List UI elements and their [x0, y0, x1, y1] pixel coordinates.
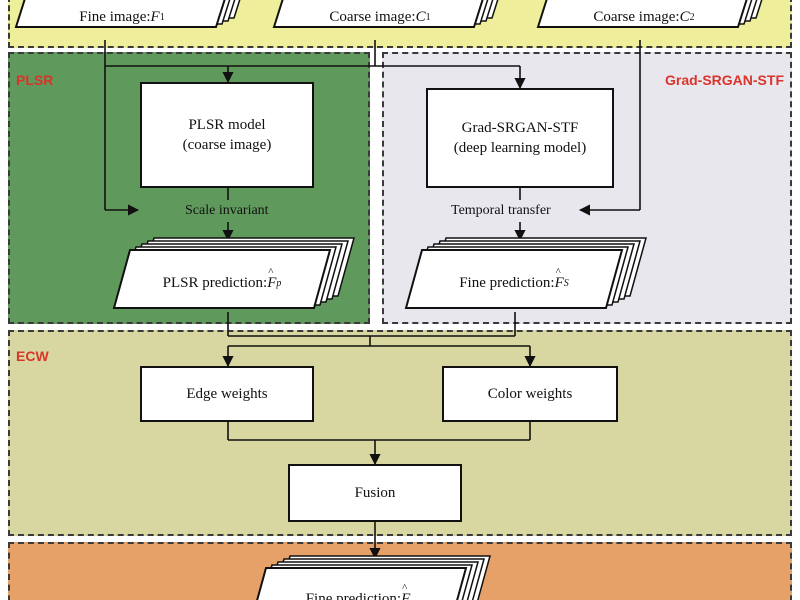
final-prediction-text: Fine prediction: [305, 590, 402, 600]
plsr-prediction-label: PLSR prediction: Fp [114, 266, 330, 298]
final-prediction-label: Fine prediction: F [250, 582, 466, 600]
edge-weights-box: Edge weights [140, 366, 314, 422]
color-weights-box: Color weights [442, 366, 618, 422]
scale-invariant-note: Scale invariant [185, 203, 269, 218]
fusion-box: Fusion [288, 464, 462, 522]
fine-image-text: Fine image: [79, 8, 151, 25]
final-prediction-stack: Fine prediction: F [248, 555, 491, 600]
gradsrgan-model-box: Grad-SRGAN-STF (deep learning model) [426, 88, 614, 188]
coarse-image-1-symbol: C [415, 8, 426, 25]
fine-image-subscript: 1 [159, 11, 165, 23]
temporal-transfer-note: Temporal transfer [451, 203, 551, 218]
ecw-section-label: ECW [16, 348, 49, 364]
gradsrgan-model-subtitle: (deep learning model) [453, 140, 587, 156]
gradsrgan-prediction-label: Fine prediction: FS [406, 266, 622, 298]
fine-image-symbol: F [150, 8, 160, 25]
plsr-section-label: PLSR [16, 72, 54, 88]
coarse-image-2-text: Coarse image: [593, 8, 680, 25]
fusion-label: Fusion [354, 484, 396, 501]
coarse-image-2-subscript: 2 [689, 11, 695, 23]
plsr-prediction-text: PLSR prediction: [162, 274, 268, 291]
color-weights-label: Color weights [487, 385, 573, 402]
plsr-model-box: PLSR model (coarse image) [140, 82, 314, 188]
gradsrgan-prediction-subscript: S [563, 277, 569, 289]
gradsrgan-model-title: Grad-SRGAN-STF [461, 119, 579, 136]
coarse-image-2-symbol: C [679, 8, 690, 25]
plsr-prediction-symbol: F [267, 266, 276, 292]
plsr-prediction-stack: PLSR prediction: Fp [112, 237, 355, 312]
gradsrgan-prediction-text: Fine prediction: [459, 274, 555, 291]
plsr-model-title: PLSR model [188, 116, 266, 133]
gradsrgan-prediction-symbol: F [555, 266, 564, 292]
plsr-model-subtitle: (coarse image) [182, 137, 272, 153]
coarse-image-1-text: Coarse image: [329, 8, 416, 25]
gradsrgan-section-label: Grad-SRGAN-STF [665, 72, 784, 88]
final-prediction-symbol: F [401, 582, 410, 600]
gradsrgan-prediction-stack: Fine prediction: FS [404, 237, 647, 312]
plsr-prediction-subscript: p [276, 277, 282, 289]
coarse-image-1-subscript: 1 [425, 11, 431, 23]
edge-weights-label: Edge weights [186, 385, 268, 402]
